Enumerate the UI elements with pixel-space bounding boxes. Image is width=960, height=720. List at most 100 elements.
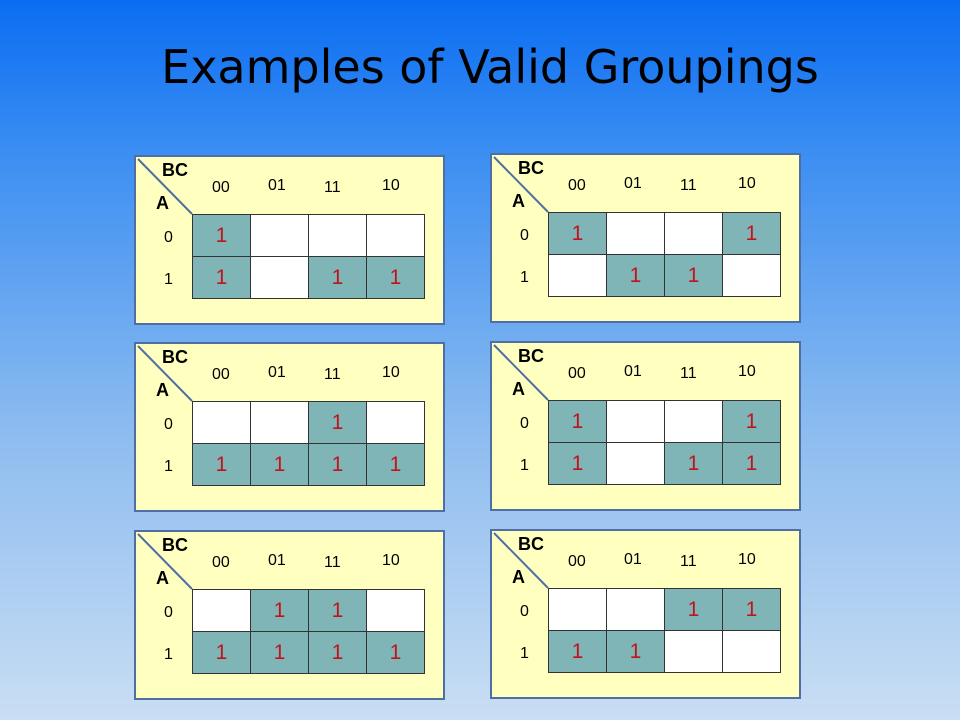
kmap-cell <box>607 213 665 255</box>
column-header: 01 <box>624 551 642 568</box>
diagonal-divider <box>493 532 549 589</box>
column-header: 11 <box>324 179 341 196</box>
kmap-cell: 1 <box>193 632 251 674</box>
column-header: 00 <box>568 365 586 382</box>
kmap-cell <box>367 590 425 632</box>
column-header: 10 <box>382 552 400 569</box>
kmap-cell: 1 <box>309 444 367 486</box>
column-header: 10 <box>382 364 400 381</box>
kmap-cell <box>549 589 607 631</box>
kmap-cell <box>251 257 309 299</box>
kmap-cell: 1 <box>665 443 723 485</box>
column-header: 11 <box>680 365 697 382</box>
kmap-cell <box>665 631 723 673</box>
kmap-cell: 1 <box>309 402 367 444</box>
column-header: 00 <box>212 554 230 571</box>
column-header: 00 <box>568 177 586 194</box>
slide-title: Examples of Valid Groupings <box>161 40 819 94</box>
a-label: A <box>156 380 169 400</box>
column-header: 01 <box>268 364 286 381</box>
kmap-cell: 1 <box>251 590 309 632</box>
kmap-cell: 1 <box>665 589 723 631</box>
kmap-cell: 1 <box>309 632 367 674</box>
kmap-cell <box>665 213 723 255</box>
row-header: 0 <box>520 227 529 244</box>
kmap-cell: 1 <box>193 215 251 257</box>
kmap-cell: 1 <box>549 443 607 485</box>
bc-label: BC <box>162 160 188 180</box>
row-header: 0 <box>164 229 173 246</box>
bc-label: BC <box>518 346 544 366</box>
kmap-cell <box>607 443 665 485</box>
kmap-cell: 1 <box>309 590 367 632</box>
row-header: 1 <box>520 645 529 662</box>
column-header: 00 <box>212 179 230 196</box>
kmap-cell: 1 <box>309 257 367 299</box>
diagonal-divider <box>137 533 193 590</box>
kmap-cell <box>367 402 425 444</box>
kmap-cell: 1 <box>665 255 723 297</box>
kmap-cell: 1 <box>549 401 607 443</box>
kmap-cell: 1 <box>193 444 251 486</box>
a-label: A <box>156 568 169 588</box>
row-header: 1 <box>520 457 529 474</box>
kmap-cell: 1 <box>549 631 607 673</box>
column-header: 11 <box>324 366 341 383</box>
kmap-cell <box>723 255 781 297</box>
column-header: 01 <box>624 363 642 380</box>
kmap-cell <box>309 215 367 257</box>
diagonal-divider <box>137 158 193 215</box>
column-header: 00 <box>568 553 586 570</box>
row-header: 1 <box>164 458 173 475</box>
kmap-cell <box>665 401 723 443</box>
a-label: A <box>512 191 525 211</box>
bc-label: BC <box>518 158 544 178</box>
kmap-cell: 1 <box>251 632 309 674</box>
kmap-cell <box>367 215 425 257</box>
bc-label: BC <box>518 534 544 554</box>
kmap-cell: 1 <box>367 632 425 674</box>
kmap-cell: 1 <box>193 257 251 299</box>
bc-label: BC <box>162 347 188 367</box>
column-header: 10 <box>738 551 756 568</box>
kmap-cell: 1 <box>367 257 425 299</box>
kmap-cell <box>549 255 607 297</box>
a-label: A <box>156 193 169 213</box>
column-header: 11 <box>324 554 341 571</box>
kmap-cell <box>607 589 665 631</box>
diagonal-divider <box>137 345 193 402</box>
row-header: 0 <box>164 416 173 433</box>
a-label: A <box>512 379 525 399</box>
column-header: 00 <box>212 366 230 383</box>
column-header: 01 <box>624 175 642 192</box>
kmap-cell <box>193 402 251 444</box>
row-header: 1 <box>520 269 529 286</box>
kmap-cell <box>251 215 309 257</box>
column-header: 01 <box>268 177 286 194</box>
kmap-cell: 1 <box>723 213 781 255</box>
diagonal-divider <box>493 156 549 213</box>
row-header: 0 <box>520 603 529 620</box>
kmap-cell <box>193 590 251 632</box>
kmap-cell <box>607 401 665 443</box>
column-header: 10 <box>382 177 400 194</box>
row-header: 1 <box>164 271 173 288</box>
column-header: 10 <box>738 175 756 192</box>
row-header: 0 <box>164 604 173 621</box>
kmap-cell: 1 <box>723 401 781 443</box>
column-header: 01 <box>268 552 286 569</box>
kmap-cell: 1 <box>723 443 781 485</box>
kmap-cell: 1 <box>251 444 309 486</box>
column-header: 11 <box>680 553 697 570</box>
row-header: 0 <box>520 415 529 432</box>
bc-label: BC <box>162 535 188 555</box>
